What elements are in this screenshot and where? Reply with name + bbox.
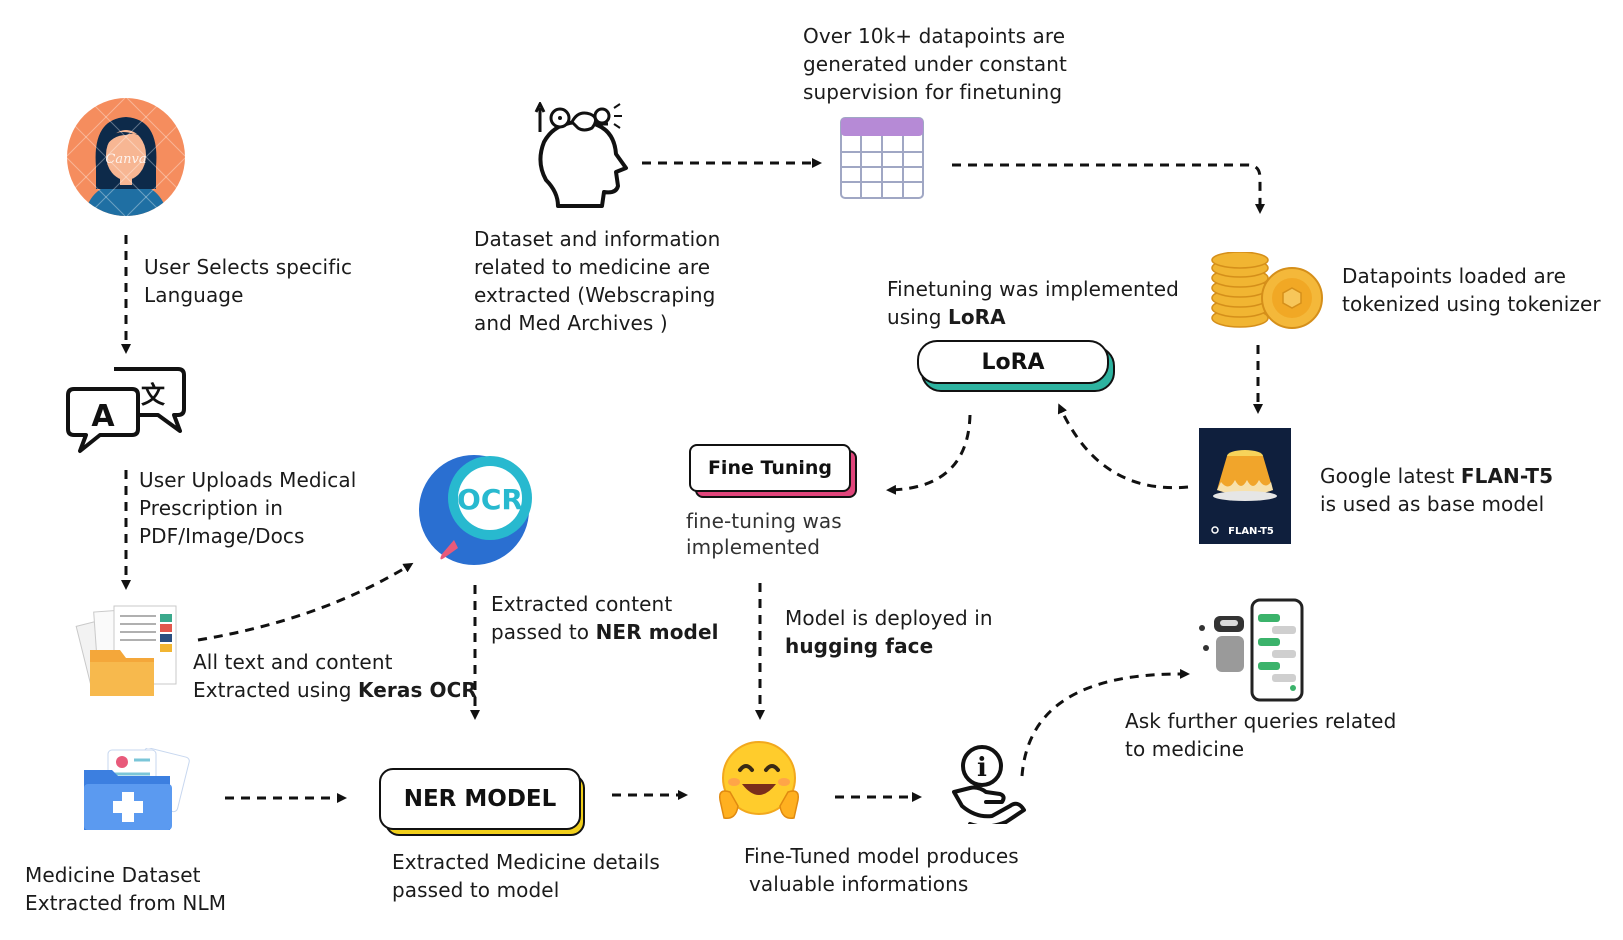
data-table-icon	[840, 117, 924, 199]
user-avatar-icon: Canva	[66, 97, 186, 217]
svg-text:文: 文	[141, 381, 166, 409]
arrow-lora-to-finetune	[886, 414, 972, 495]
svg-text:OCR: OCR	[457, 483, 523, 516]
chatbot-phone-icon	[1199, 598, 1304, 702]
translate-icon: A 文	[66, 367, 186, 453]
svg-text:Canva: Canva	[105, 152, 146, 167]
finetuning-implemented-label: fine-tuning was implemented	[686, 509, 842, 559]
ner-model-box-label: NER MODEL	[403, 786, 557, 812]
hugging-face-icon	[718, 741, 800, 819]
ner-model-box: NER MODEL	[379, 768, 581, 830]
fine-tuning-box: Fine Tuning	[689, 444, 851, 492]
tokenized-label: Datapoints loaded are tokenized using to…	[1342, 264, 1601, 316]
ocr-icon: OCR	[419, 455, 532, 565]
arrow-info-to-chat	[1020, 668, 1190, 777]
arrow-flan-to-lora	[1057, 403, 1189, 490]
flan-t5-label: Google latest FLAN-T5 is used as base mo…	[1320, 464, 1554, 516]
user-selects-label: User Selects specific Language	[144, 255, 353, 307]
medicine-dataset-label: Medicine Dataset Extracted from NLM	[25, 863, 227, 915]
dataset-info-label: Dataset and information related to medic…	[474, 227, 721, 335]
arrow-docs-to-ocr	[197, 562, 414, 642]
flan-t5-icon: FLAN-T5	[1199, 428, 1291, 544]
svg-text:A: A	[91, 399, 115, 434]
extracted-details-label: Extracted Medicine details passed to mod…	[392, 850, 660, 902]
produces-label: Fine-Tuned model produces valuable infor…	[744, 844, 1019, 896]
ocr-extraction-label: All text and content Extracted using Ker…	[193, 650, 477, 702]
ner-passed-label: Extracted content passed to NER model	[491, 592, 719, 644]
arrow-table-to-coins	[952, 163, 1265, 214]
svg-text:FLAN-T5: FLAN-T5	[1228, 526, 1274, 537]
info-hand-icon: i	[952, 745, 1026, 824]
brain-ideas-icon	[534, 102, 628, 208]
coins-icon	[1211, 252, 1323, 329]
finetuning-lora-label: Finetuning was implemented using LoRA	[887, 277, 1179, 329]
lora-box-label: LoRA	[981, 349, 1045, 375]
lora-box: LoRA	[917, 340, 1109, 384]
queries-label: Ask further queries related to medicine	[1125, 709, 1397, 761]
fine-tuning-box-label: Fine Tuning	[707, 457, 833, 479]
user-uploads-label: User Uploads Medical Prescription in PDF…	[139, 468, 357, 548]
medicine-folder-icon	[84, 748, 190, 830]
svg-text:i: i	[977, 753, 987, 783]
datapoints-label: Over 10k+ datapoints are generated under…	[803, 24, 1067, 104]
deployed-label: Model is deployed in hugging face	[785, 606, 993, 658]
documents-folder-icon	[75, 605, 177, 696]
